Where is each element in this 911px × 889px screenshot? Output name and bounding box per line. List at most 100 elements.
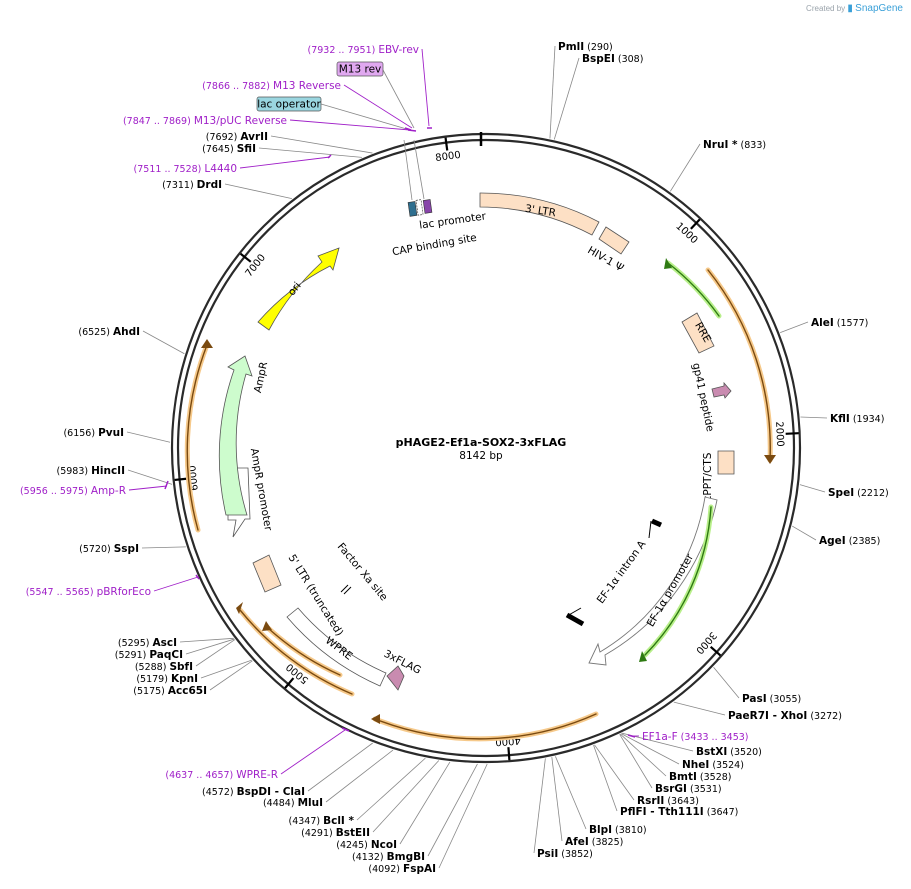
primer-leader [239, 156, 331, 169]
enzyme-site[interactable]: (5291) PaqCI [115, 649, 183, 661]
green-arc-bottom [644, 506, 712, 656]
ampr-label: AmpR [252, 361, 270, 394]
enzyme-site[interactable]: PflFI - Tth111I (3647) [620, 806, 738, 818]
enzyme-leader [195, 639, 235, 667]
enzyme-site[interactable]: SpeI (2212) [828, 487, 889, 499]
enzyme-site[interactable]: BspEI (308) [582, 53, 643, 65]
ltr3-label: 3' LTR [524, 203, 557, 220]
enzyme-leader [791, 525, 817, 541]
lac-operator-label: lac operator [257, 99, 321, 111]
enzyme-leader [179, 637, 234, 643]
primer-site[interactable]: (5956 .. 5975) Amp-R [20, 485, 126, 497]
enzyme-leader [713, 666, 740, 699]
m13-rev-label: M13 rev [339, 64, 382, 76]
gp41-feature[interactable] [711, 381, 732, 399]
primer-marks [164, 127, 636, 738]
enzyme-leader [621, 733, 680, 765]
enzyme-leader [594, 744, 635, 801]
enzyme-site[interactable]: (7645) SfiI [202, 143, 256, 155]
enzyme-leader [209, 660, 253, 691]
enzyme-site[interactable]: KflI (1934) [830, 413, 884, 425]
factorxa-mark-1 [340, 584, 349, 593]
snapgene-brand: Created by ▮ SnapGene [806, 3, 903, 14]
enzyme-site[interactable]: BmtI (3528) [669, 771, 731, 783]
primer-site[interactable]: (7511 .. 7528) L4440 [134, 163, 237, 175]
ampr-feature[interactable] [218, 355, 253, 516]
flag-feature[interactable] [386, 665, 405, 691]
ltr3-feature[interactable] [479, 192, 600, 236]
enzyme-leader [126, 431, 171, 443]
enzyme-site[interactable]: (5295) AscI [118, 637, 177, 649]
lac-operator-feature[interactable] [422, 199, 433, 214]
ef1a-promoter-feature[interactable] [588, 496, 718, 666]
orf-arc-bottom [374, 713, 597, 740]
cap-site-feature[interactable] [407, 201, 418, 217]
enzyme-site[interactable]: AgeI (2385) [819, 535, 880, 547]
enzyme-site[interactable]: (4484) MluI [263, 797, 323, 809]
lac-promoter-feature[interactable] [415, 199, 424, 216]
enzyme-labels: PmlI (290)BspEI (308) NruI * (833) AleI (1… [20, 41, 889, 875]
enzyme-leader [533, 758, 546, 854]
enzyme-site[interactable]: (4132) BmgBI [352, 851, 425, 863]
enzyme-leader [372, 760, 440, 833]
enzyme-site[interactable]: PsiI (3852) [537, 848, 593, 860]
cppt-feature[interactable] [717, 450, 735, 475]
primer-site[interactable]: (7866 .. 7882) M13 Reverse [202, 80, 341, 92]
enzyme-site[interactable]: (4092) FspAI [368, 863, 436, 875]
enzyme-site[interactable]: (5983) HincII [56, 465, 125, 477]
enzyme-leader [438, 763, 488, 869]
enzyme-site[interactable]: (4347) BclI * [289, 815, 355, 827]
lac-promoter-label: lac promoter [418, 210, 487, 231]
ori-feature[interactable] [257, 247, 340, 331]
enzyme-site[interactable]: BstXI (3520) [696, 746, 762, 758]
m13-rev-box[interactable] [336, 61, 384, 77]
green-arc-top [667, 262, 720, 317]
enzyme-site[interactable]: (5179) KpnI [136, 673, 198, 685]
enzyme-site[interactable]: NruI * (833) [703, 139, 766, 151]
factorxa-mark-2 [343, 586, 352, 595]
enzyme-leader [399, 761, 451, 845]
intron-start-tail [648, 520, 652, 539]
enzyme-leader [142, 330, 185, 355]
enzyme-site[interactable]: (4572) BspDI - ClaI [202, 786, 305, 798]
enzyme-site[interactable]: (6156) PvuI [63, 427, 124, 439]
orf-arc-far-left [186, 344, 208, 531]
wpre-feature[interactable] [286, 607, 387, 687]
primer-site[interactable]: (4637 .. 4657) WPRE-R [165, 769, 278, 781]
enzyme-site[interactable]: (7311) DrdI [162, 179, 222, 191]
primer-site[interactable]: (7932 .. 7951) EBV-rev [307, 44, 419, 56]
ltr5-feature[interactable] [252, 554, 282, 593]
tick-label: 7000 [244, 252, 268, 279]
enzyme-site[interactable]: AleI (1577) [811, 317, 868, 329]
enzyme-site[interactable]: (7692) AvrII [206, 131, 268, 143]
enzyme-site[interactable]: PmlI (290) [558, 41, 613, 53]
enzyme-leader [427, 763, 478, 857]
enzyme-site[interactable]: BsrGI (3531) [655, 783, 722, 795]
enzyme-site[interactable]: (5175) Acc65I [133, 685, 207, 697]
enzyme-site[interactable]: (4245) NcoI [336, 839, 397, 851]
primer-site[interactable]: EF1a-F (3433 .. 3453) [642, 731, 749, 743]
tick-mark [785, 432, 799, 435]
enzyme-site[interactable]: (5288) SbfI [135, 661, 193, 673]
enzyme-site[interactable]: AfeI (3825) [565, 836, 623, 848]
enzyme-leader [127, 469, 173, 485]
flag-label: 3xFLAG [382, 648, 423, 677]
enzyme-site[interactable]: RsrII (3643) [637, 795, 699, 807]
enzyme-leader [551, 757, 563, 842]
enzyme-site[interactable]: NheI (3524) [682, 759, 744, 771]
enzyme-site[interactable]: BlpI (3810) [589, 824, 647, 836]
enzyme-site[interactable]: (6525) AhdI [78, 326, 140, 338]
enzyme-site[interactable]: (4291) BstEII [301, 827, 370, 839]
lac-operator-box[interactable] [256, 96, 322, 112]
primer-leader [289, 119, 411, 131]
hiv1-psi-feature[interactable] [598, 226, 630, 255]
rre-feature[interactable] [681, 312, 715, 354]
enzyme-site[interactable]: PaeR7I - XhoI (3272) [728, 710, 842, 722]
m13-rev-leader [382, 69, 415, 129]
enzyme-site[interactable]: PasI (3055) [742, 693, 801, 705]
primer-site[interactable]: (7847 .. 7869) M13/pUC Reverse [123, 115, 287, 127]
primer-site[interactable]: (5547 .. 5565) pBRforEco [26, 586, 151, 598]
cppt-label: cPPT/CTS [702, 452, 714, 501]
enzyme-leader [780, 321, 809, 333]
enzyme-site[interactable]: (5720) SspI [79, 543, 139, 555]
